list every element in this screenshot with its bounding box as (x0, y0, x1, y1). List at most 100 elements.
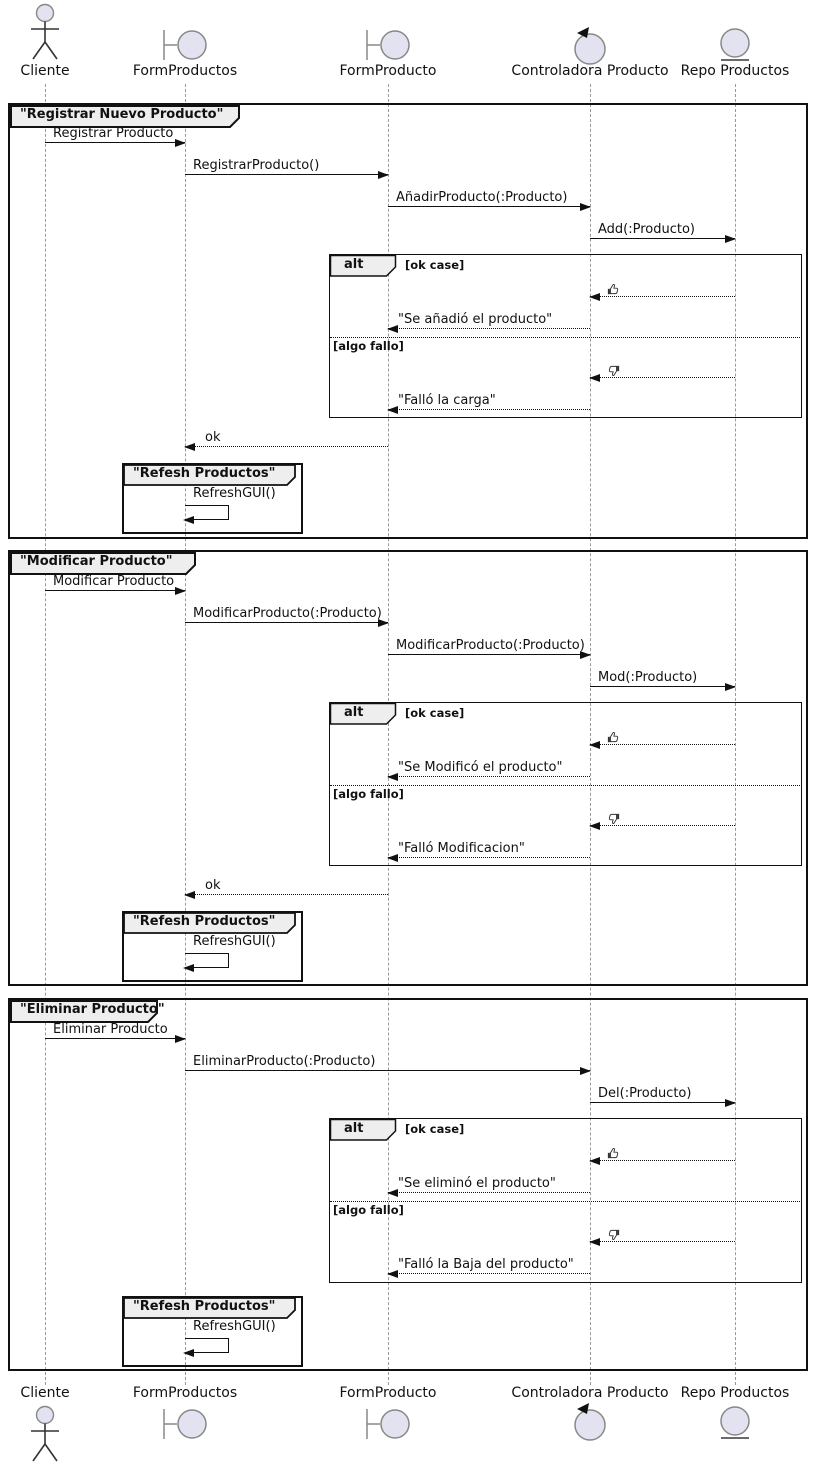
message-eliminar-producto: Eliminar Producto (45, 1021, 186, 1043)
alt-tab (330, 703, 397, 725)
guard-algo-fallo: [algo fallo] (333, 1203, 404, 1217)
thumbs-up-icon (607, 283, 619, 295)
participant-label-formproducto: FormProducto (339, 1385, 437, 1401)
message-se-modifico: "Se Modificó el producto" (387, 759, 590, 781)
arrowhead-icon (580, 650, 591, 659)
alt-fragment-modificar (329, 702, 802, 866)
frame-refesh-productos (122, 463, 303, 534)
guard-algo-fallo: [algo fallo] (333, 339, 404, 353)
frame-refesh-productos (122, 1296, 303, 1367)
frame-refesh-productos (122, 911, 303, 982)
arrowhead-icon (580, 1066, 591, 1075)
arrowhead-icon (589, 1156, 600, 1165)
message-ok-ack: ok (184, 877, 388, 899)
frame-registrar-nuevo-producto (8, 103, 808, 539)
alt-operator-label: alt (344, 705, 364, 720)
thumbs-down-icon (608, 1229, 620, 1241)
guard-ok-case: [ok case] (405, 706, 465, 720)
arrowhead-icon (378, 618, 389, 627)
frame-title-tab (10, 552, 196, 575)
guard-ok-case: [ok case] (405, 1122, 465, 1136)
message-se-elimino: "Se eliminó el producto" (387, 1175, 590, 1197)
message-result-fail (589, 808, 735, 830)
arrowhead-icon (580, 202, 591, 211)
message-registrar-producto: Registrar Producto (45, 125, 186, 147)
message-modificar-producto: Modificar Producto (45, 573, 186, 595)
message-result-fail (589, 1224, 735, 1246)
lifeline-formproductos (185, 84, 186, 1385)
boundary-icon (163, 1409, 207, 1439)
frame-title: "Eliminar Producto" (20, 1002, 165, 1017)
frame-title: "Modificar Producto" (20, 554, 173, 569)
frame-modificar-producto (8, 550, 808, 986)
message-refreshgui: RefreshGUI() (193, 486, 276, 501)
participant-label-formproducto: FormProducto (339, 63, 437, 79)
lifeline-repo-productos (735, 84, 736, 1385)
alt-operator-label: alt (344, 1121, 364, 1136)
message-result-ok (589, 727, 735, 749)
message-result-ok (589, 279, 735, 301)
actor-icon (31, 3, 59, 60)
entity-icon (720, 28, 750, 61)
frame-title-tab (124, 1298, 296, 1319)
frame-title-tab (10, 105, 240, 128)
participant-label-controladora: Controladora Producto (511, 63, 669, 79)
thumbs-up-icon (607, 1147, 619, 1159)
message-modificarproducto-1: ModificarProducto(:Producto) (185, 605, 389, 627)
arrowhead-icon (378, 170, 389, 179)
alt-fragment-registrar (329, 254, 802, 418)
message-refreshgui: RefreshGUI() (193, 934, 276, 949)
arrowhead-icon (589, 292, 600, 301)
guard-ok-case: [ok case] (405, 258, 465, 272)
arrowhead-icon (589, 373, 600, 382)
arrowhead-icon (725, 234, 736, 243)
frame-title-tab (10, 1000, 158, 1023)
thumbs-up-icon (607, 731, 619, 743)
message-se-anadio: "Se añadió el producto" (387, 311, 590, 333)
arrowhead-icon (387, 324, 398, 333)
frame-eliminar-producto (8, 998, 808, 1371)
frame-title: "Refesh Productos" (133, 466, 276, 481)
message-del-producto: Del(:Producto) (590, 1085, 736, 1107)
participant-label-repo: Repo Productos (680, 63, 790, 79)
self-message-arrow (183, 953, 229, 972)
arrowhead-icon (184, 890, 195, 899)
message-fallo-carga: "Falló la carga" (387, 392, 590, 414)
message-modificarproducto-2: ModificarProducto(:Producto) (388, 637, 591, 659)
boundary-icon (366, 1409, 410, 1439)
participant-label-cliente: Cliente (20, 63, 70, 79)
alt-tab (330, 1119, 397, 1141)
arrowhead-icon (175, 586, 186, 595)
arrowhead-icon (725, 1098, 736, 1107)
frame-title-tab (124, 913, 296, 934)
message-refreshgui: RefreshGUI() (193, 1319, 276, 1334)
participant-label-cliente: Cliente (20, 1385, 70, 1401)
frame-title: "Registrar Nuevo Producto" (20, 107, 224, 122)
arrowhead-icon (175, 138, 186, 147)
alt-divider (330, 785, 800, 786)
arrowhead-icon (589, 821, 600, 830)
arrowhead-icon (387, 772, 398, 781)
message-fallo-baja: "Falló la Baja del producto" (387, 1256, 590, 1278)
message-mod-producto: Mod(:Producto) (590, 669, 736, 691)
message-add-producto: Add(:Producto) (590, 221, 736, 243)
message-eliminarproducto: EliminarProducto(:Producto) (185, 1053, 591, 1075)
self-message-arrow (183, 505, 229, 524)
lifeline-cliente (45, 84, 46, 1385)
message-result-fail (589, 360, 735, 382)
message-ok-ack: ok (184, 429, 388, 451)
arrowhead-icon (387, 853, 398, 862)
arrowhead-icon (387, 1269, 398, 1278)
arrowhead-icon (387, 405, 398, 414)
boundary-icon (366, 30, 410, 60)
message-anadirproducto: AñadirProducto(:Producto) (388, 189, 591, 211)
thumbs-down-icon (608, 813, 620, 825)
arrowhead-icon (725, 682, 736, 691)
actor-icon (31, 1405, 59, 1462)
alt-divider (330, 1201, 800, 1202)
message-registrarproducto: RegistrarProducto() (185, 157, 389, 179)
message-result-ok (589, 1143, 735, 1165)
lifeline-controladora-producto (590, 84, 591, 1385)
alt-tab (330, 255, 397, 277)
